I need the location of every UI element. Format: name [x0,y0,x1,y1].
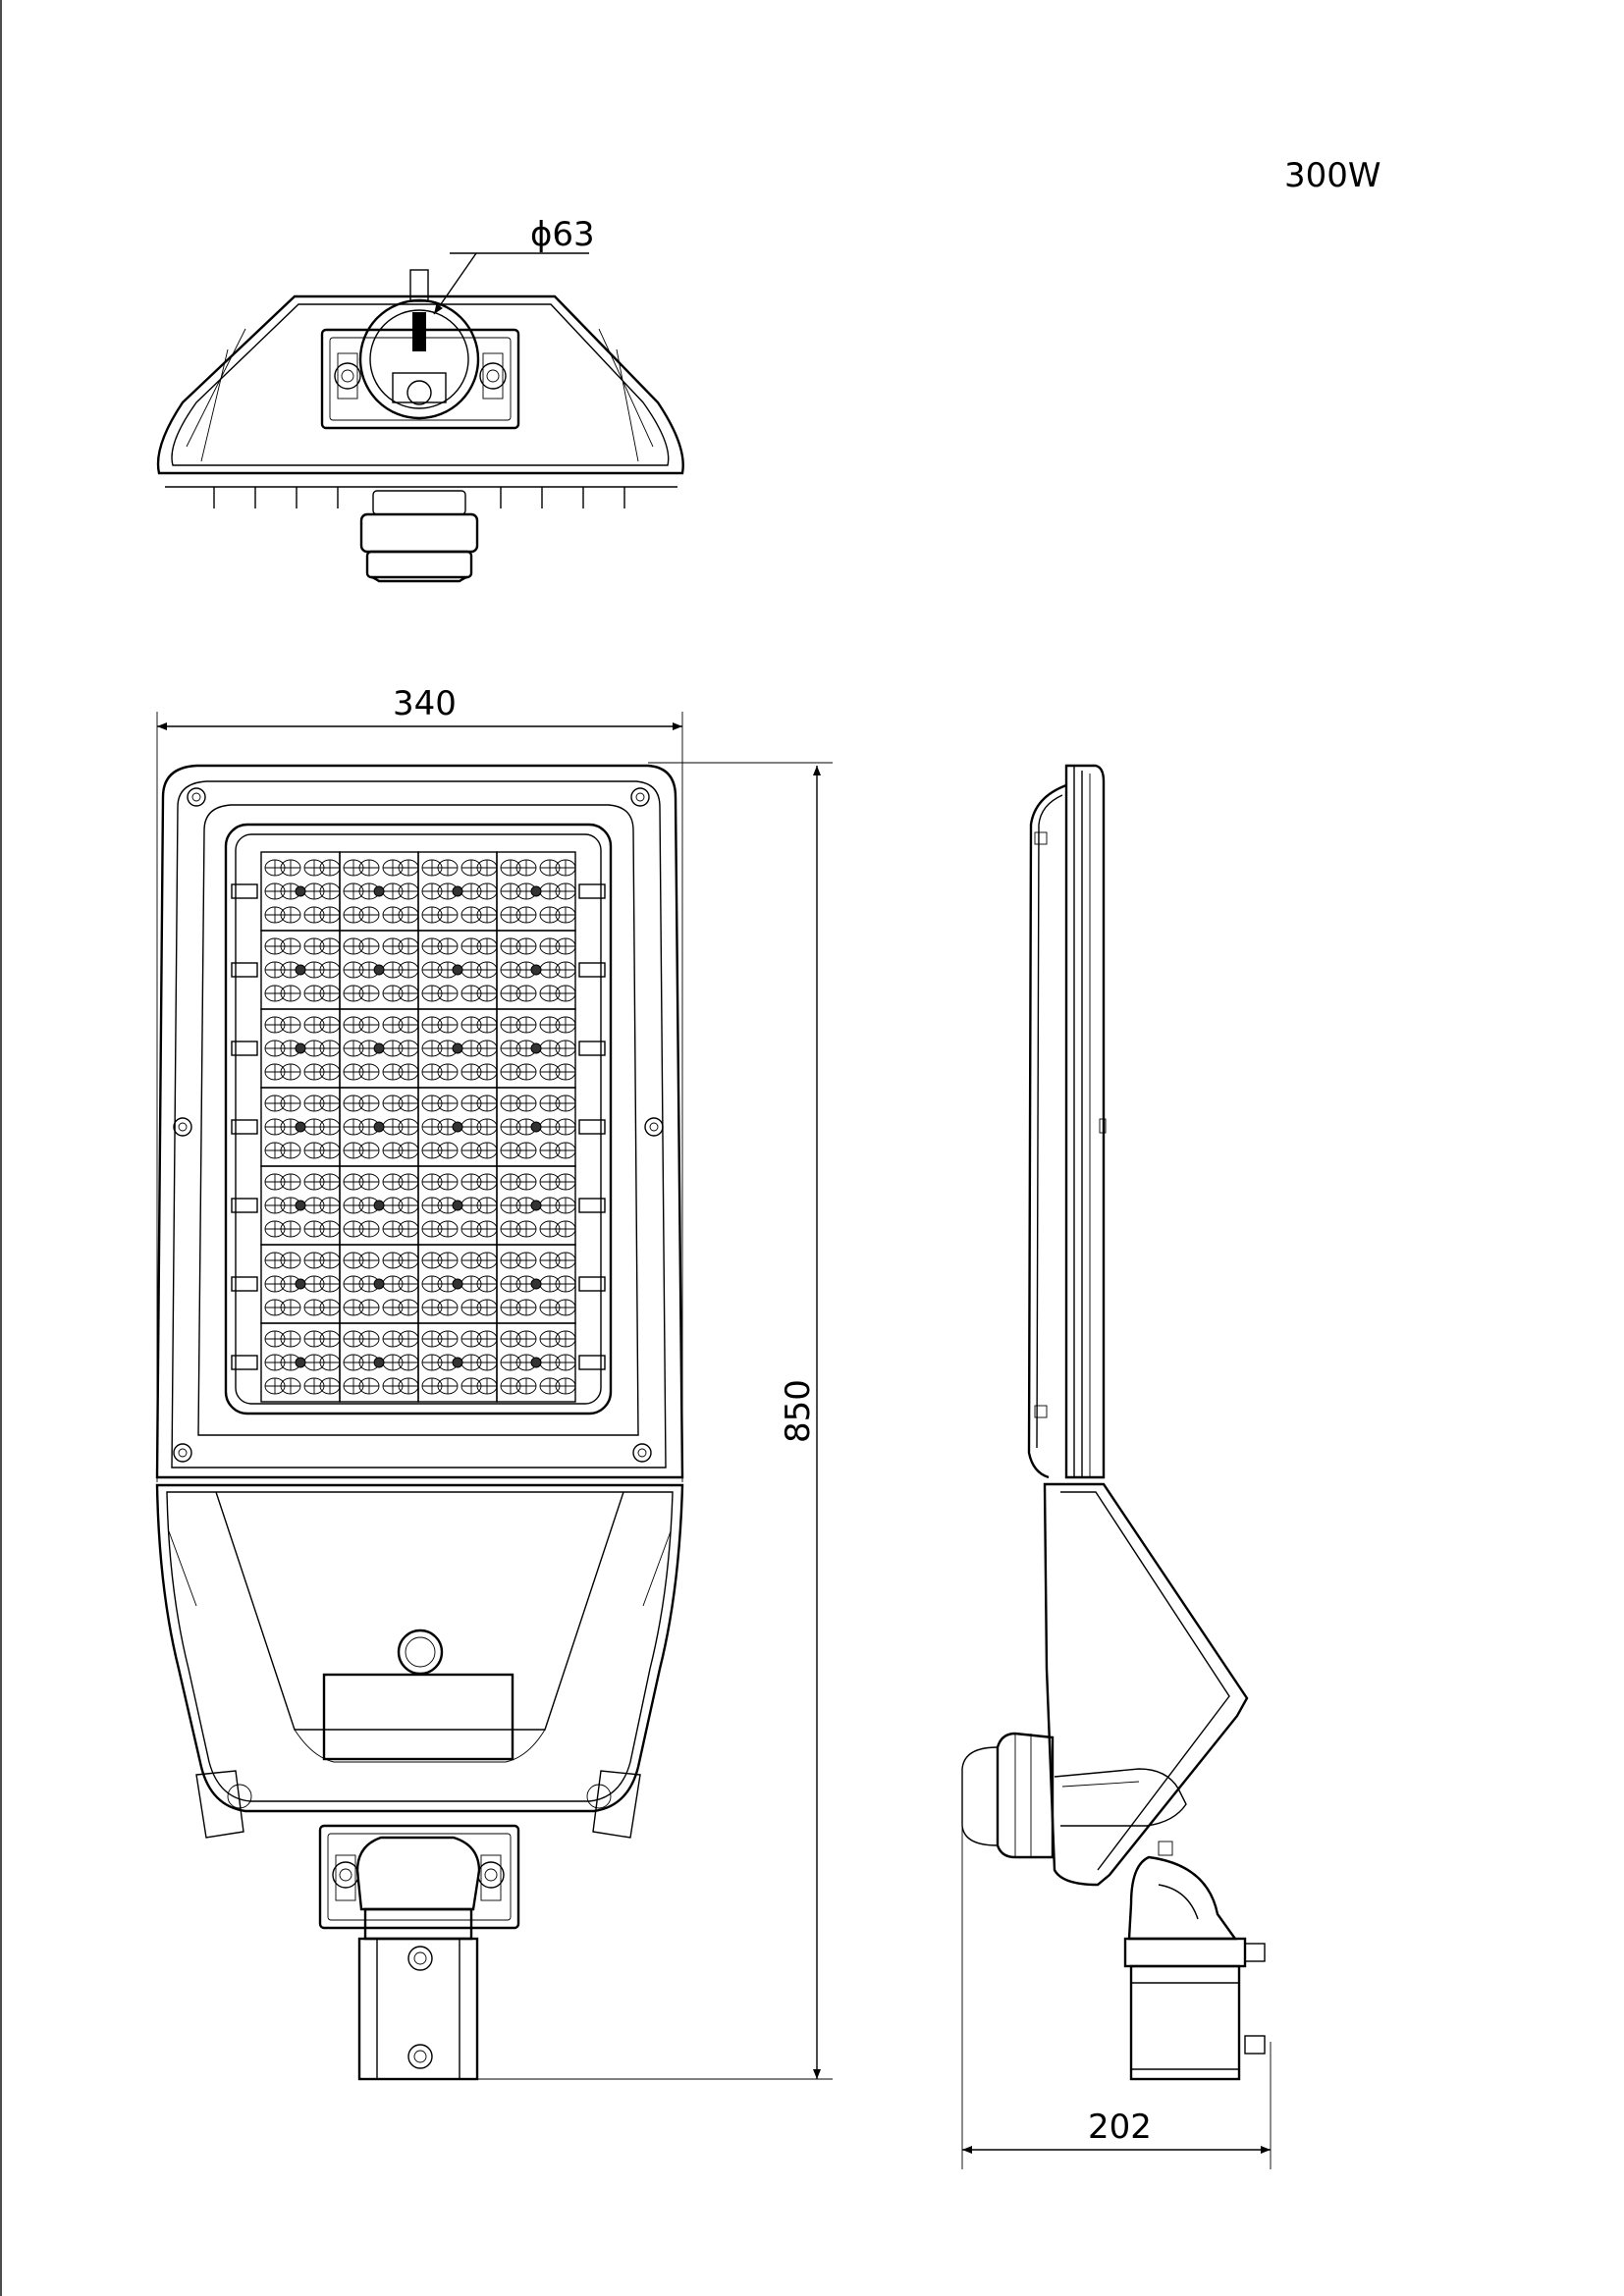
side-view: 202 [961,764,1272,2169]
led-module [339,1322,419,1403]
led-module [260,1322,341,1403]
led-module [417,851,498,932]
led-module [496,1008,576,1089]
top-view: ϕ63 [156,215,684,583]
clip-left [231,1041,258,1056]
module-clips [231,883,606,1370]
led-module [417,930,498,1010]
width-label: 340 [393,684,457,723]
led-module [260,1008,341,1089]
length-label: 850 [779,1379,818,1443]
clip-left [231,1198,258,1213]
led-module [339,1165,419,1246]
clip-left [231,1276,258,1292]
led-module [260,851,341,932]
led-module [339,1087,419,1167]
housing-screws [173,787,664,1463]
front-view: 340 850 [155,684,833,2081]
led-module-array [260,851,576,1403]
clip-left [231,1355,258,1370]
led-module [339,930,419,1010]
clip-right [578,1041,606,1056]
led-module [496,1087,576,1167]
depth-label: 202 [1088,2108,1152,2147]
clip-right [578,1276,606,1292]
led-module [417,1244,498,1324]
led-module [496,1244,576,1324]
led-module [339,1008,419,1089]
led-module [417,1322,498,1403]
led-module [260,1244,341,1324]
led-module [260,1165,341,1246]
pole-diameter-label: ϕ63 [530,215,595,254]
label-plate [322,1673,514,1761]
led-module [260,930,341,1010]
clip-left [231,883,258,899]
clip-right [578,1198,606,1213]
led-module [260,1087,341,1167]
clip-right [578,1355,606,1370]
led-module [417,1008,498,1089]
led-module [496,930,576,1010]
led-module [496,1165,576,1246]
led-module [417,1165,498,1246]
clip-left [231,1119,258,1135]
led-module [339,851,419,932]
led-module [496,1322,576,1403]
clip-right [578,1119,606,1135]
led-module [339,1244,419,1324]
power-label: 300W [1284,156,1381,195]
clip-right [578,883,606,899]
clip-right [578,962,606,978]
led-module [496,851,576,932]
led-module [417,1087,498,1167]
clip-left [231,962,258,978]
